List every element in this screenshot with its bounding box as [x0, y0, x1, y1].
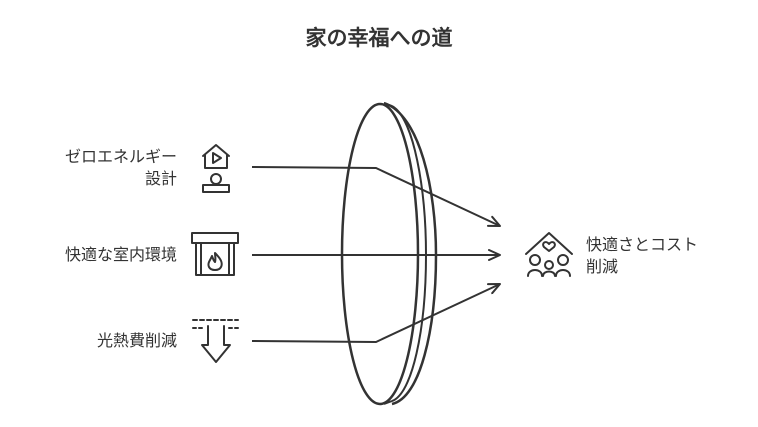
arrow-down-reduction-icon — [192, 319, 240, 363]
smart-home-device-icon — [202, 144, 230, 193]
label-comfortable-indoor-line1: 快適な室内環境 — [64, 245, 177, 264]
label-utility-cost-cut-line1: 光熱費削減 — [96, 331, 177, 350]
label-zero-energy-line2: 設計 — [144, 169, 177, 188]
happy-family-home-icon — [525, 232, 573, 277]
label-output-line1: 快適さとコスト — [586, 235, 699, 254]
label-zero-energy-line1: ゼロエネルギー — [64, 147, 177, 166]
converging-arrows — [251, 166, 501, 344]
label-utility-cost-cut: 光熱費削減 — [97, 330, 177, 352]
label-zero-energy-design: ゼロエネルギー 設計 — [65, 146, 177, 190]
arrow-from-zero-energy — [251, 166, 501, 227]
label-output-line2: 削減 — [586, 257, 619, 276]
fireplace-icon — [191, 232, 239, 276]
label-output: 快適さとコスト 削減 — [586, 234, 698, 278]
diagram-title: 家の幸福への道 — [305, 26, 453, 50]
arrow-from-cost-cut — [251, 283, 501, 344]
lens — [340, 101, 438, 406]
label-comfortable-indoor: 快適な室内環境 — [65, 244, 177, 266]
